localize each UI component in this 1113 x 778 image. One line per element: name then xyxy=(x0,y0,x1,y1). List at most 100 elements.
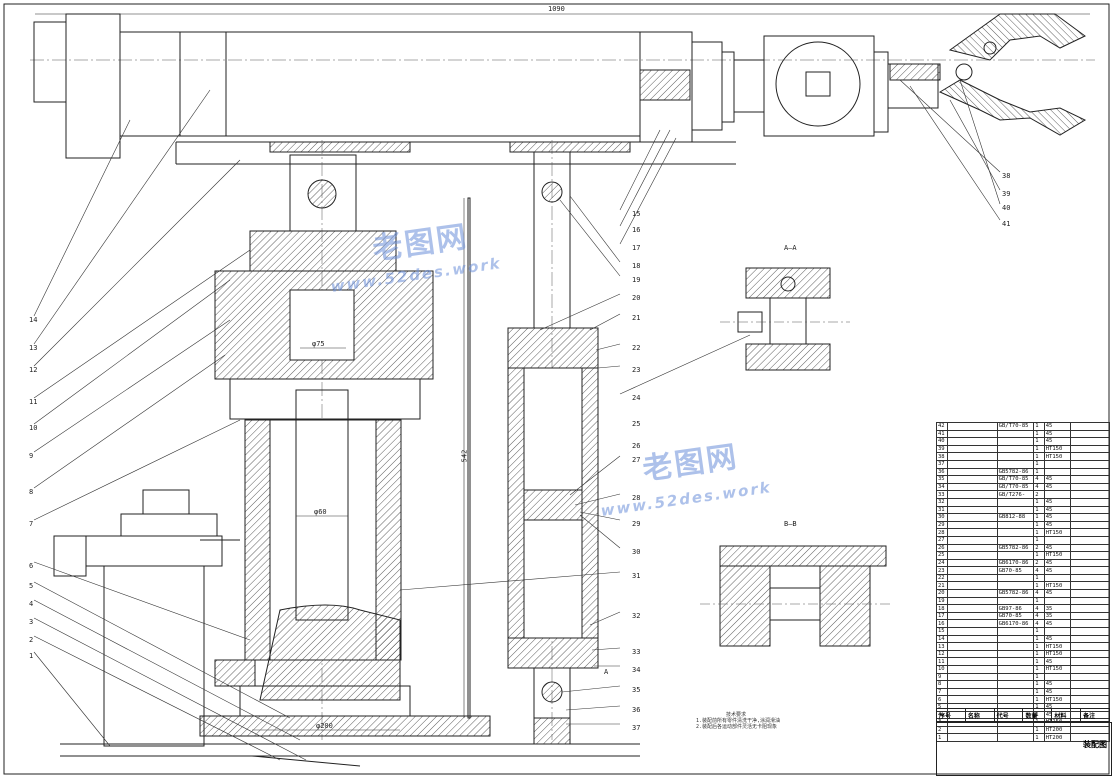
bom-cell xyxy=(946,528,998,537)
bom-cell: 27 xyxy=(936,535,948,545)
bom-cell: 4 xyxy=(1033,589,1045,598)
bom-cell: 7 xyxy=(936,687,948,697)
callout-13: 13 xyxy=(29,344,38,352)
bom-cell xyxy=(946,497,998,507)
bom-cell: 45 xyxy=(1043,429,1071,439)
bom-cell: 1 xyxy=(1033,520,1045,530)
bom-cell: 1 xyxy=(1033,444,1045,454)
bom-cell xyxy=(1069,520,1111,530)
callout-14: 14 xyxy=(29,316,38,324)
callout-37: 37 xyxy=(632,724,641,732)
bom-cell: 14 xyxy=(936,634,948,644)
callout-15: 15 xyxy=(632,210,641,218)
bom-cell: 1 xyxy=(1033,528,1045,537)
bom-cell: GB/T276- xyxy=(996,490,1035,499)
callout-26: 26 xyxy=(632,442,641,450)
bom-header-cell: 代号 xyxy=(993,708,1024,722)
bom-cell: GB70-85 xyxy=(996,566,1035,575)
bom-cell: GB5782-86 xyxy=(996,543,1035,553)
callout-11: 11 xyxy=(29,398,38,406)
bom-cell xyxy=(946,589,998,598)
bom-cell xyxy=(946,467,998,477)
bom-cell: 1 xyxy=(1033,573,1045,583)
bom-cell xyxy=(996,672,1035,682)
bom-cell xyxy=(996,634,1035,644)
bom-cell xyxy=(946,566,998,575)
bom-cell: 2 xyxy=(1033,543,1045,553)
bom-cell: 45 xyxy=(1043,497,1071,507)
bom-cell: 15 xyxy=(936,627,948,636)
callout-18: 18 xyxy=(632,262,641,270)
bom-cell: 45 xyxy=(1043,680,1071,689)
bom-cell xyxy=(1043,672,1071,682)
bom-header-cell: 备注 xyxy=(1080,708,1110,722)
bom-cell: 1 xyxy=(1033,627,1045,636)
bom-cell: 45 xyxy=(1043,505,1071,515)
bom-cell: 32 xyxy=(936,497,948,507)
bom-cell xyxy=(1069,642,1111,651)
bom-cell xyxy=(946,422,998,431)
callout-3: 3 xyxy=(29,618,34,626)
bom-cell xyxy=(946,733,998,742)
bom-cell: 29 xyxy=(936,520,948,530)
lift-cylinder xyxy=(507,140,599,745)
bom-cell xyxy=(946,642,998,651)
dim-dia-base: φ200 xyxy=(316,722,333,730)
callout-16: 16 xyxy=(632,226,641,234)
bom-cell xyxy=(1069,528,1111,537)
technical-notes: 技术要求 1.装配前所有零件清洗干净,涂润滑油 2.装配后各运动部件灵活无卡阻现… xyxy=(696,712,780,730)
bom-cell xyxy=(946,475,998,484)
callout-8: 8 xyxy=(29,488,34,496)
bom-cell: 1 xyxy=(1033,642,1045,651)
callout-31: 31 xyxy=(632,572,641,580)
callout-41: 41 xyxy=(1002,220,1011,228)
bom-cell xyxy=(1069,422,1111,431)
section-label-b: B—B xyxy=(784,520,797,528)
bom-cell xyxy=(946,513,998,522)
dim-dia-mid: φ60 xyxy=(314,508,327,516)
callout-28: 28 xyxy=(632,494,641,502)
notes-title: 技术要求 xyxy=(726,712,747,718)
bom-cell: GB/T70-85 xyxy=(996,482,1035,492)
leader-lines xyxy=(33,79,1001,761)
bom-cell: 28 xyxy=(936,528,948,537)
bom-cell xyxy=(1069,611,1111,621)
bom-cell: 45 xyxy=(1043,566,1071,575)
callout-10: 10 xyxy=(29,424,38,432)
bom-cell xyxy=(946,665,998,674)
bom-cell xyxy=(996,452,1035,461)
bom-cell: 45 xyxy=(1043,589,1071,598)
bom-cell: 19 xyxy=(936,596,948,606)
bom-cell: GB70-85 xyxy=(996,611,1035,621)
bom-cell xyxy=(1069,649,1111,659)
bom-cell: 45 xyxy=(1043,482,1071,492)
bom-cell: 1 xyxy=(1033,596,1045,606)
bom-cell: 12 xyxy=(936,649,948,659)
dimension-lines xyxy=(252,198,465,731)
bom-cell xyxy=(996,642,1035,651)
bom-cell xyxy=(1043,490,1071,499)
bom-cell: GB97-86 xyxy=(996,604,1035,613)
bom-cell xyxy=(996,520,1035,530)
gripper xyxy=(889,13,1087,136)
bom-cell: 1 xyxy=(1033,649,1045,659)
bom-cell: 1 xyxy=(1033,657,1045,666)
drawing-title: 装配图 xyxy=(1083,740,1107,749)
bom-cell: 1 xyxy=(1033,467,1045,477)
bom-cell xyxy=(1069,695,1111,704)
notes-line-2: 2.装配后各运动部件灵活无卡阻现象 xyxy=(696,724,778,730)
bom-header-cell: 序号 xyxy=(936,708,966,722)
bom-cell xyxy=(1069,437,1111,446)
callout-21: 21 xyxy=(632,314,641,322)
bom-cell xyxy=(1043,596,1071,606)
bom-cell xyxy=(946,687,998,697)
bom-cell xyxy=(1069,429,1111,439)
bom-cell xyxy=(946,649,998,659)
